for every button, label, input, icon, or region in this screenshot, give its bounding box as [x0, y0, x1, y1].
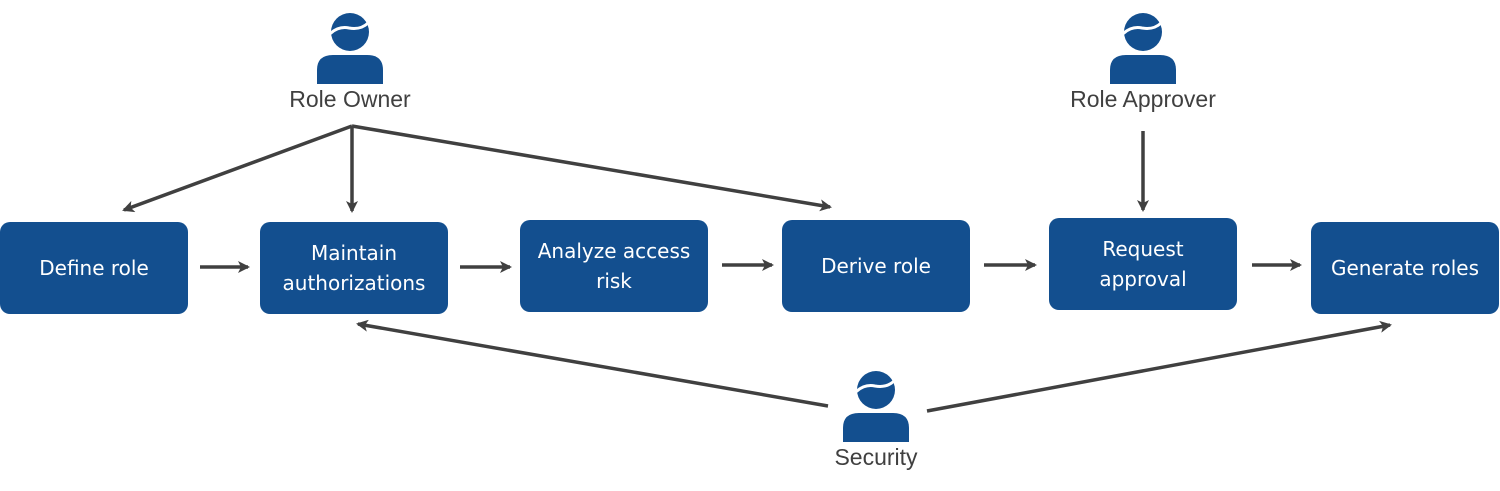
role-owner-label: Role Owner [289, 86, 411, 112]
step-maintain-authorizations: Maintain authorizations [260, 222, 448, 314]
step-derive-role: Derive role [782, 220, 970, 312]
role-approver-label: Role Approver [1070, 86, 1216, 112]
step-define-role: Define role [0, 222, 188, 314]
person-icon [317, 13, 383, 84]
arrow-role-owner-to-derive-role [351, 124, 832, 212]
actor-role-approver: Role Approver [1043, 10, 1243, 113]
step-analyze-access-risk: Analyze access risk [520, 220, 708, 312]
person-icon [843, 371, 909, 442]
person-icon [1110, 13, 1176, 84]
arrow-role-owner-to-define-role [122, 124, 353, 213]
step-request-approval: Request approval [1049, 218, 1237, 310]
actor-role-owner: Role Owner [250, 10, 450, 113]
security-label: Security [834, 444, 918, 470]
actor-security: Security [776, 368, 976, 471]
arrow-security-to-maintain-authorizations [356, 319, 829, 408]
step-generate-roles: Generate roles [1311, 222, 1499, 314]
arrow-security-to-generate-roles [926, 320, 1392, 413]
